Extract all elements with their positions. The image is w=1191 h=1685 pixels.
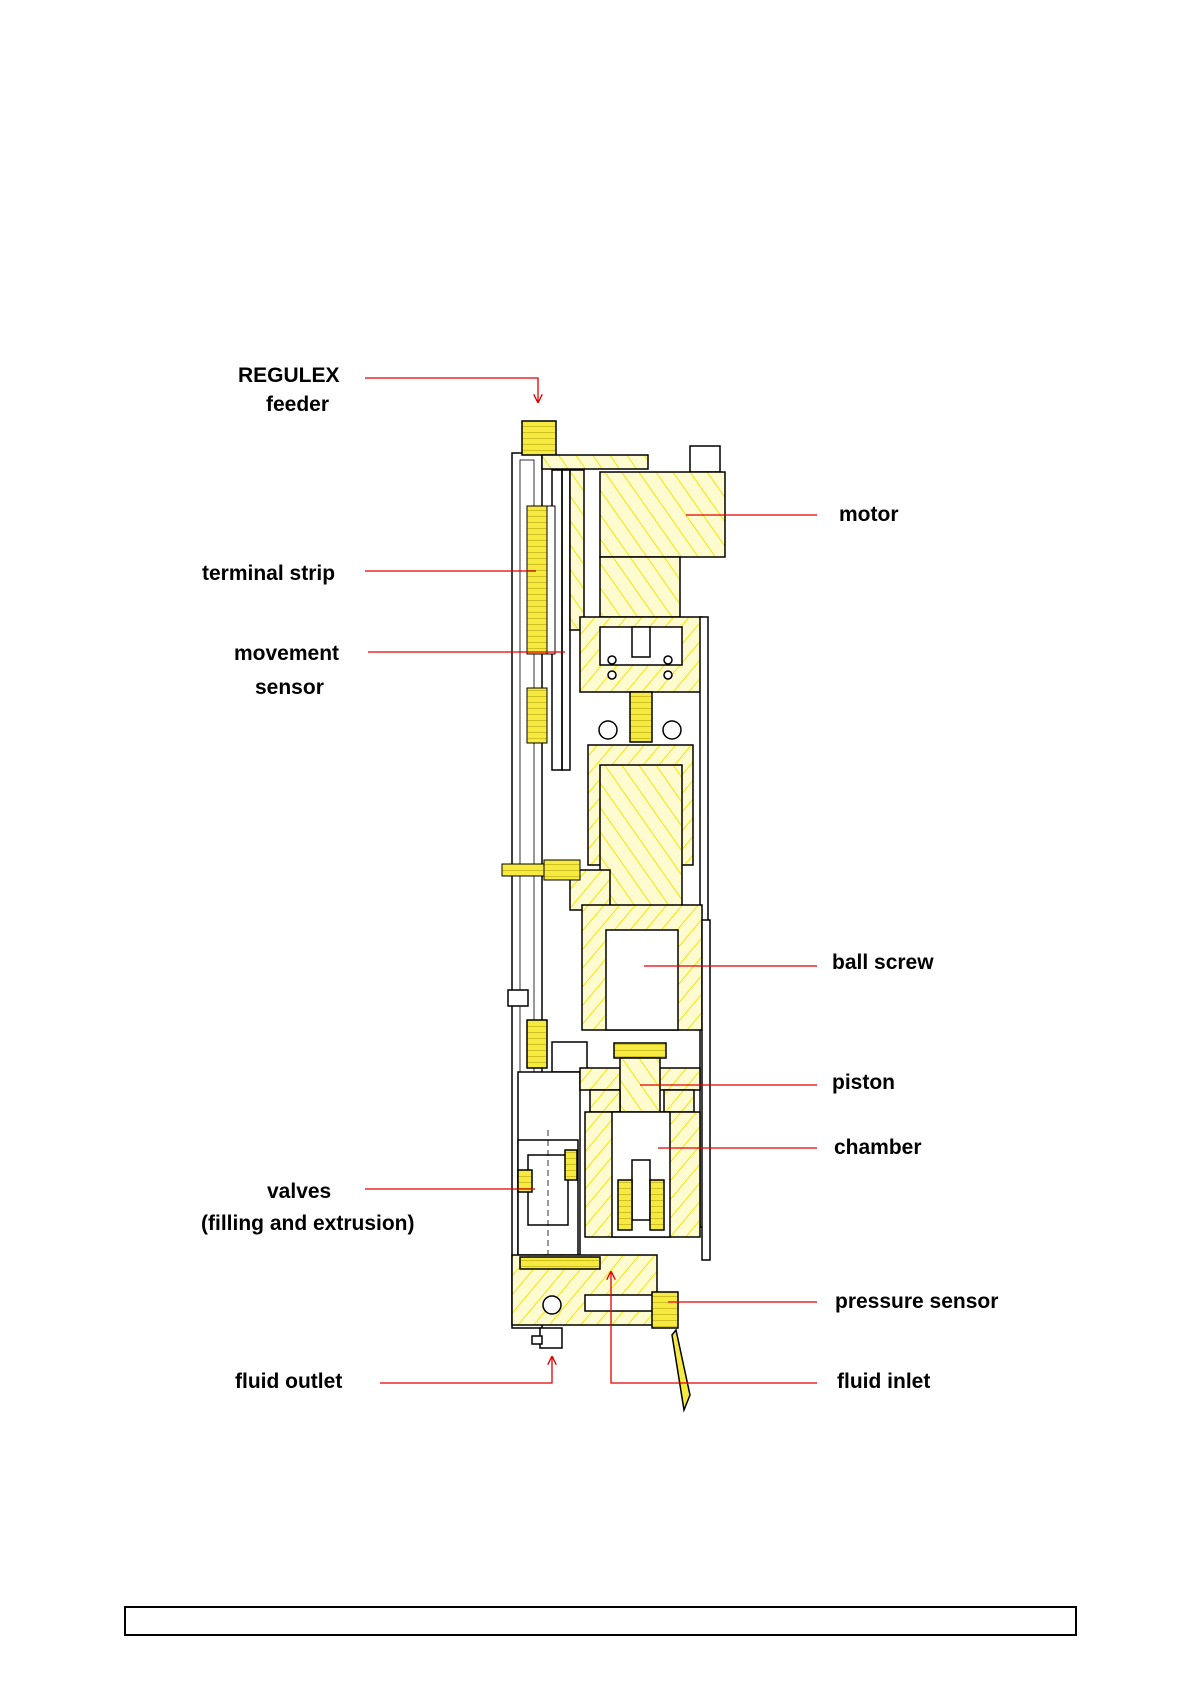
label-ball-screw: ball screw (832, 951, 934, 975)
label-terminal-strip: terminal strip (202, 562, 335, 586)
label-valves-detail: (filling and extrusion) (201, 1212, 415, 1236)
label-regulex: REGULEX (238, 364, 340, 388)
label-fluid-inlet: fluid inlet (837, 1370, 930, 1394)
label-pressure-sensor: pressure sensor (835, 1290, 998, 1314)
label-fluid-outlet: fluid outlet (235, 1370, 342, 1394)
label-sensor: sensor (255, 676, 324, 700)
label-valves: valves (267, 1180, 331, 1204)
terminal-strip-part (527, 506, 555, 743)
ball-screw-part (570, 745, 702, 1030)
motor-part (600, 446, 725, 617)
label-movement: movement (234, 642, 339, 666)
footer-frame (124, 1606, 1077, 1636)
label-motor: motor (839, 503, 899, 527)
bottom-block (512, 1255, 657, 1348)
regulex-feeder-cap (522, 421, 556, 455)
valves-part (518, 1130, 578, 1260)
label-piston: piston (832, 1071, 895, 1095)
leader-fluid-outlet (380, 1357, 552, 1383)
label-feeder: feeder (266, 393, 329, 417)
leader-regulex (365, 378, 538, 402)
pressure-sensor-part (652, 1292, 690, 1410)
label-chamber: chamber (834, 1136, 922, 1160)
